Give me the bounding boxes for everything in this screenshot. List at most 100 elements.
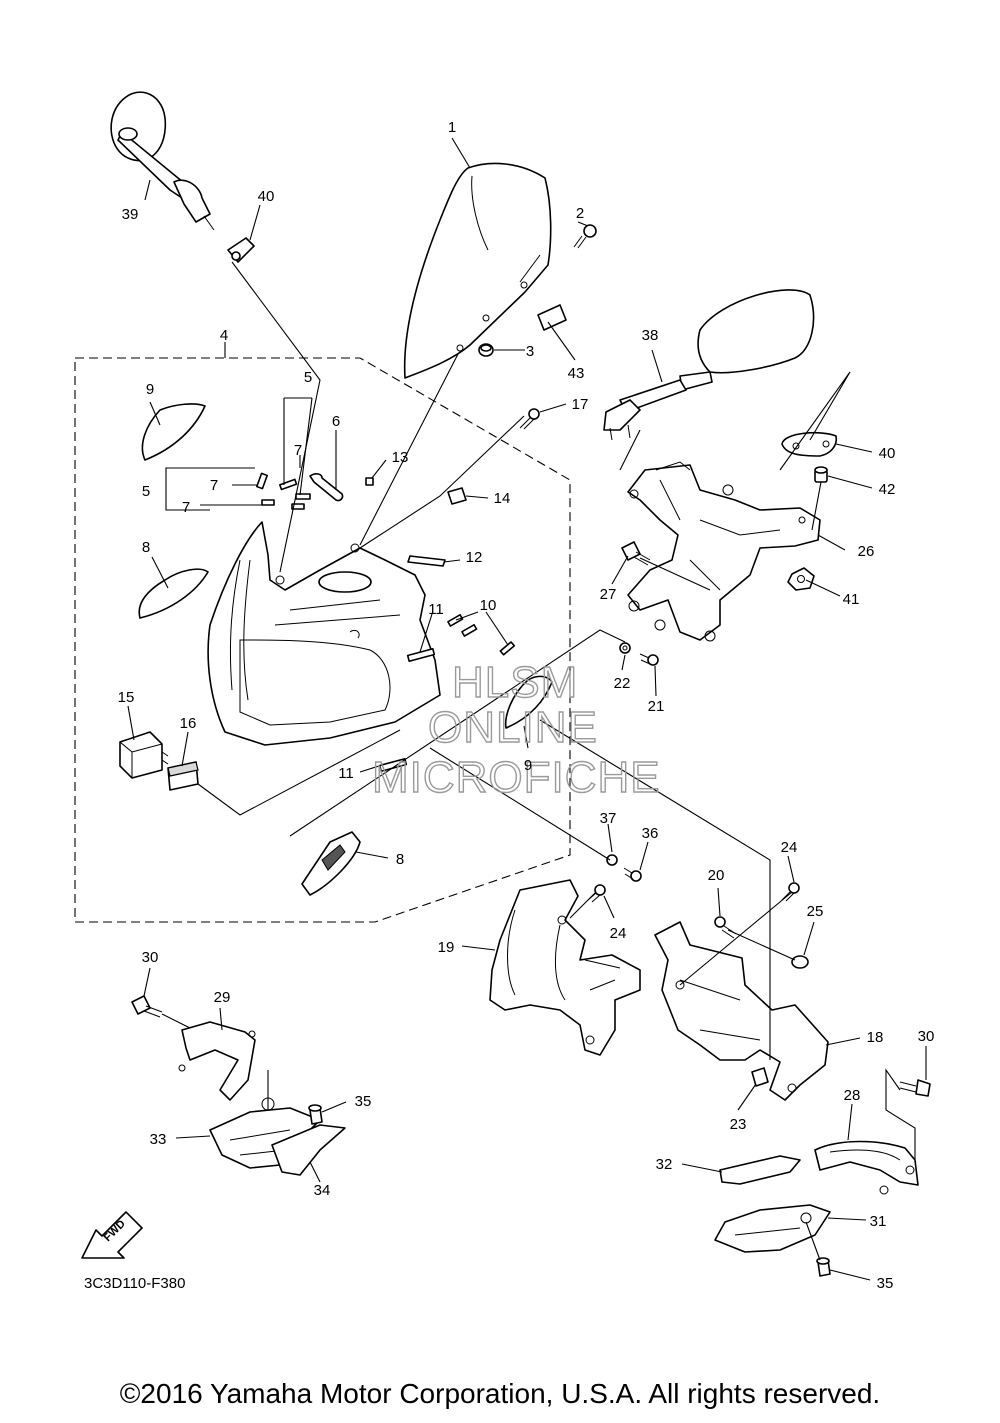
part-21-bolt	[639, 653, 659, 666]
callout-37: 37	[600, 810, 617, 827]
callout-36: 36	[642, 825, 659, 842]
callout-35: 35	[355, 1093, 372, 1110]
part-31-cover	[714, 1204, 831, 1253]
callout-24: 24	[781, 839, 798, 856]
callout-30: 30	[142, 949, 159, 966]
part-9-cover-left	[141, 403, 206, 461]
callout-8: 8	[142, 539, 150, 556]
parts-10-11-clips	[378, 613, 516, 773]
part-26-stay	[627, 461, 821, 642]
part-25-collar	[791, 955, 809, 969]
callout-1: 1	[448, 119, 456, 136]
part-23-clip	[751, 1067, 769, 1087]
fwd-arrow-icon: FWD	[81, 1211, 143, 1259]
part-28-bracket	[814, 1140, 919, 1195]
callout-7: 7	[182, 499, 190, 516]
callout-11: 11	[428, 601, 444, 618]
part-12-strip	[407, 555, 446, 567]
callout-labels: 1234556777889910111112131415161718192021…	[118, 119, 935, 1292]
svg-text:HLSM: HLSM	[452, 658, 578, 707]
callout-40: 40	[879, 445, 896, 462]
part-38-right-mirror	[603, 289, 815, 441]
callout-23: 23	[730, 1116, 747, 1133]
callout-11: 11	[338, 765, 354, 782]
cowling-assembly-outline	[74, 357, 571, 923]
part-41-nut	[787, 567, 815, 591]
part-40-right-bracket	[781, 431, 838, 457]
svg-text:ONLINE: ONLINE	[428, 703, 598, 752]
part-8-decal	[301, 831, 361, 896]
callout-21: 21	[648, 698, 665, 715]
part-2-screw	[573, 224, 597, 249]
part-39-left-mirror	[110, 91, 215, 231]
callout-5: 5	[304, 369, 312, 386]
part-35-clip-left	[308, 1104, 323, 1125]
callout-9: 9	[524, 757, 532, 774]
callout-19: 19	[438, 939, 455, 956]
callout-22: 22	[614, 675, 631, 692]
callout-17: 17	[572, 396, 589, 413]
callout-29: 29	[214, 989, 231, 1006]
callout-38: 38	[642, 327, 659, 344]
part-29-bracket	[178, 1021, 256, 1101]
part-17-screw	[519, 408, 540, 430]
leader-lines	[127, 137, 927, 1281]
callout-10: 10	[480, 597, 497, 614]
part-14-nut	[447, 487, 467, 505]
part-30-bolt-right	[899, 1079, 931, 1097]
part-18-inner-panel	[654, 921, 829, 1101]
callout-43: 43	[568, 365, 585, 382]
part-9-cover-right	[504, 675, 553, 729]
part-43-label	[537, 304, 567, 331]
front-cowling	[207, 521, 441, 746]
callout-28: 28	[844, 1087, 861, 1104]
svg-text:MICROFICHE: MICROFICHE	[372, 753, 661, 802]
callout-3: 3	[526, 343, 534, 360]
callout-9: 9	[146, 381, 154, 398]
part-22-washer	[619, 642, 631, 654]
callout-15: 15	[118, 689, 135, 706]
callout-27: 27	[600, 586, 617, 603]
part-1-windscreen	[403, 162, 552, 379]
part-42-collar	[814, 466, 828, 483]
part-34-panel	[271, 1124, 346, 1176]
part-24-bolt-left	[587, 884, 606, 903]
watermark: HLSM ONLINE MICROFICHE	[371, 657, 661, 802]
part-37-washer	[606, 854, 618, 866]
copyright-notice: ©2016 Yamaha Motor Corporation, U.S.A. A…	[119, 1378, 881, 1409]
part-36-bolt	[623, 867, 642, 882]
callout-5: 5	[142, 483, 150, 500]
part-15-relay	[119, 731, 169, 779]
callout-40: 40	[258, 188, 275, 205]
part-30-bolt-left	[131, 995, 163, 1018]
callout-24: 24	[610, 925, 627, 942]
callout-16: 16	[180, 715, 197, 732]
callout-35: 35	[877, 1275, 894, 1292]
callout-6: 6	[332, 413, 340, 430]
part-40-left-bracket	[227, 237, 255, 263]
callout-30: 30	[918, 1028, 935, 1045]
callout-31: 31	[870, 1213, 887, 1230]
callout-13: 13	[392, 449, 409, 466]
part-16-plate	[167, 761, 199, 791]
callout-8: 8	[396, 851, 404, 868]
callout-7: 7	[210, 477, 218, 494]
callout-14: 14	[494, 490, 511, 507]
callout-33: 33	[150, 1131, 167, 1148]
callout-20: 20	[708, 867, 725, 884]
figure-code: 3C3D110-F380	[84, 1275, 185, 1292]
part-13-clip	[365, 477, 374, 486]
callout-4: 4	[220, 327, 228, 344]
callout-26: 26	[858, 543, 875, 560]
callout-2: 2	[576, 205, 584, 222]
callout-39: 39	[122, 206, 139, 223]
part-19-inner-panel	[489, 879, 641, 1056]
callout-25: 25	[807, 903, 824, 920]
callout-18: 18	[867, 1029, 884, 1046]
part-20-bolt	[714, 916, 737, 939]
callout-41: 41	[843, 591, 860, 608]
callout-32: 32	[656, 1156, 673, 1173]
callout-34: 34	[314, 1182, 331, 1199]
part-32-strip	[719, 1155, 801, 1185]
